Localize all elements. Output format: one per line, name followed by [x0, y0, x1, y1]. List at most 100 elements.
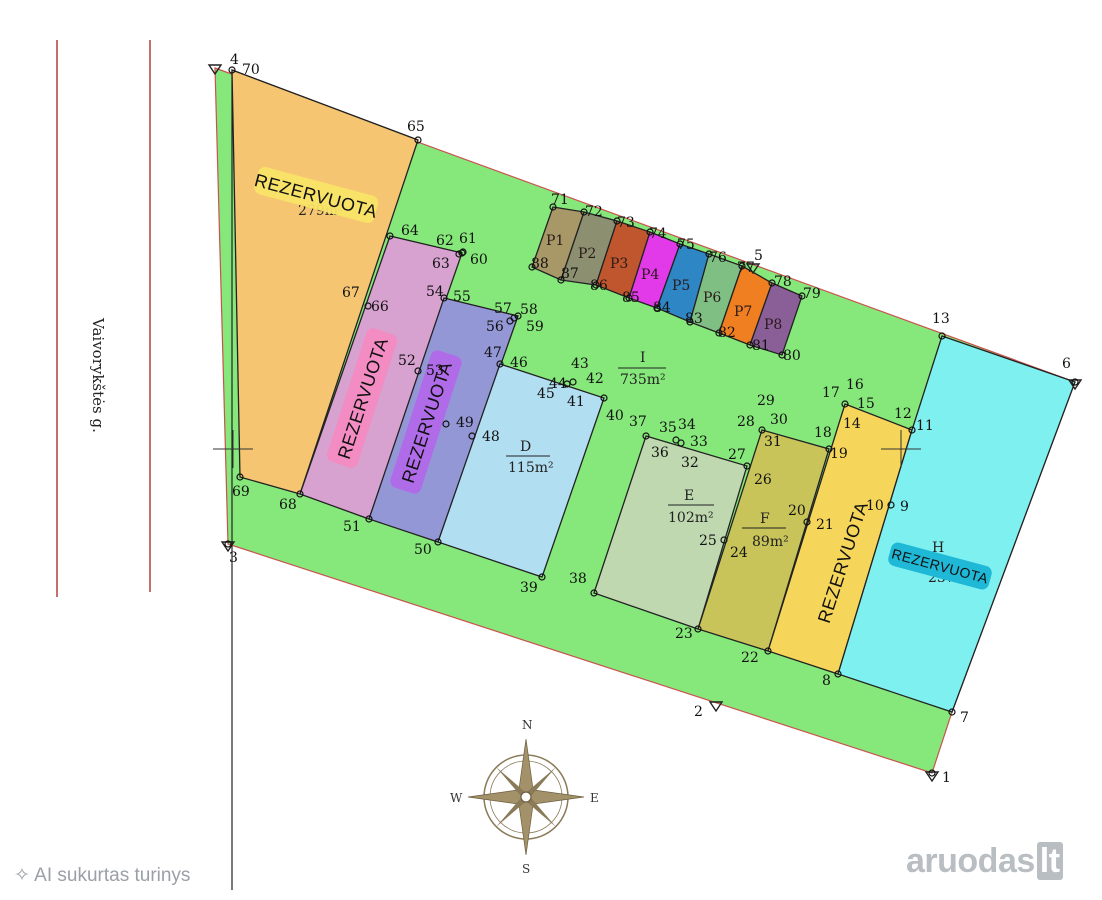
survey-point-dot	[538, 573, 546, 581]
point-label-16: 16	[846, 377, 864, 393]
point-label-84: 84	[653, 300, 671, 316]
point-label-22: 22	[741, 650, 759, 666]
point-label-47: 47	[484, 345, 502, 361]
survey-point-dot	[743, 462, 751, 470]
survey-point-dot	[803, 518, 811, 526]
survey-point-dot	[459, 248, 467, 256]
point-label-39: 39	[520, 580, 538, 596]
point-label-62: 62	[436, 233, 454, 249]
point-label-37: 37	[629, 414, 647, 430]
survey-point-dot	[653, 304, 661, 312]
survey-point-labels: 1234567891011121314151617181920212223242…	[229, 52, 1071, 786]
point-label-29: 29	[757, 393, 775, 409]
point-label-4: 4	[230, 52, 239, 68]
survey-point-dot	[228, 66, 236, 74]
survey-point-dot	[580, 208, 588, 216]
point-label-66: 66	[371, 299, 389, 315]
ai-sparkle-icon: ✧	[14, 865, 35, 886]
survey-point-dot	[928, 769, 936, 777]
lot-h-letter: H	[932, 540, 944, 556]
survey-point-dot	[549, 203, 557, 211]
point-label-60: 60	[470, 252, 488, 268]
survey-point-dot	[365, 515, 373, 523]
survey-point-dot	[442, 420, 450, 428]
survey-point-dot	[440, 294, 448, 302]
point-label-63: 63	[432, 256, 450, 272]
point-label-31: 31	[764, 434, 782, 450]
survey-point-dot	[908, 426, 916, 434]
survey-point-dot	[514, 312, 522, 320]
lot-e-letter: E	[684, 488, 694, 504]
point-label-23: 23	[675, 626, 693, 642]
point-label-57: 57	[494, 301, 512, 317]
parking-p1-label: P1	[546, 233, 564, 249]
survey-point-dot	[778, 351, 786, 359]
crosshair-left	[213, 430, 253, 468]
boundary-triangle-markers	[207, 64, 1083, 783]
point-label-14: 14	[843, 416, 861, 432]
compass-e: E	[590, 791, 599, 805]
point-label-73: 73	[617, 215, 635, 231]
parking-p8[interactable]	[749, 282, 803, 356]
point-label-51: 51	[343, 519, 361, 535]
point-label-21: 21	[816, 517, 834, 533]
parking-p3-label: P3	[610, 256, 628, 272]
point-label-50: 50	[414, 542, 432, 558]
survey-point-dot	[646, 228, 654, 236]
survey-point-dot	[528, 263, 536, 271]
survey-points	[224, 66, 1079, 777]
point-label-18: 18	[814, 425, 832, 441]
point-label-64: 64	[401, 223, 419, 239]
lot-d-area: 115m²	[508, 460, 554, 476]
point-label-38: 38	[569, 571, 587, 587]
point-label-11: 11	[916, 418, 934, 434]
point-label-26: 26	[754, 472, 772, 488]
point-label-13: 13	[932, 311, 950, 327]
point-label-15: 15	[857, 396, 875, 412]
survey-point-dot	[758, 426, 766, 434]
compass-rose: N E S W	[450, 718, 599, 876]
parking-p5-label: P5	[672, 278, 690, 294]
survey-point-dot	[705, 250, 713, 258]
parking-p6-label: P6	[703, 290, 721, 306]
survey-point-dot	[686, 318, 694, 326]
survey-point-dot	[694, 625, 702, 633]
lot-h[interactable]	[837, 335, 1076, 713]
point-label-48: 48	[482, 429, 500, 445]
point-label-27: 27	[728, 447, 746, 463]
point-label-69: 69	[232, 484, 250, 500]
survey-point-dot	[296, 490, 304, 498]
survey-point-dot	[236, 473, 244, 481]
point-label-9: 9	[900, 499, 909, 515]
point-label-3: 3	[229, 550, 238, 566]
survey-point-dot	[798, 292, 806, 300]
survey-point-dot	[414, 367, 422, 375]
survey-point-dot	[642, 432, 650, 440]
compass-s: S	[522, 862, 530, 876]
point-label-36: 36	[651, 445, 669, 461]
point-label-7: 7	[960, 710, 969, 726]
point-label-41: 41	[567, 394, 585, 410]
point-label-42: 42	[586, 371, 604, 387]
survey-point-dot	[746, 341, 754, 349]
survey-point-dot	[496, 360, 504, 368]
point-label-40: 40	[606, 408, 624, 424]
point-label-75: 75	[677, 237, 695, 253]
point-label-46: 46	[510, 355, 528, 371]
survey-point-dot	[938, 332, 946, 340]
lot-f-letter: F	[760, 511, 770, 527]
point-label-81: 81	[752, 338, 770, 354]
point-label-68: 68	[279, 497, 297, 513]
point-label-12: 12	[894, 406, 912, 422]
point-label-54: 54	[426, 284, 444, 300]
point-label-56: 56	[486, 319, 504, 335]
compass-w: W	[450, 791, 463, 805]
point-label-45: 45	[537, 386, 555, 402]
point-label-85: 85	[622, 290, 640, 306]
point-label-58: 58	[520, 302, 538, 318]
point-label-5: 5	[754, 248, 763, 264]
point-label-79: 79	[803, 286, 821, 302]
point-label-72: 72	[585, 204, 603, 220]
survey-point-dot	[1071, 378, 1079, 386]
